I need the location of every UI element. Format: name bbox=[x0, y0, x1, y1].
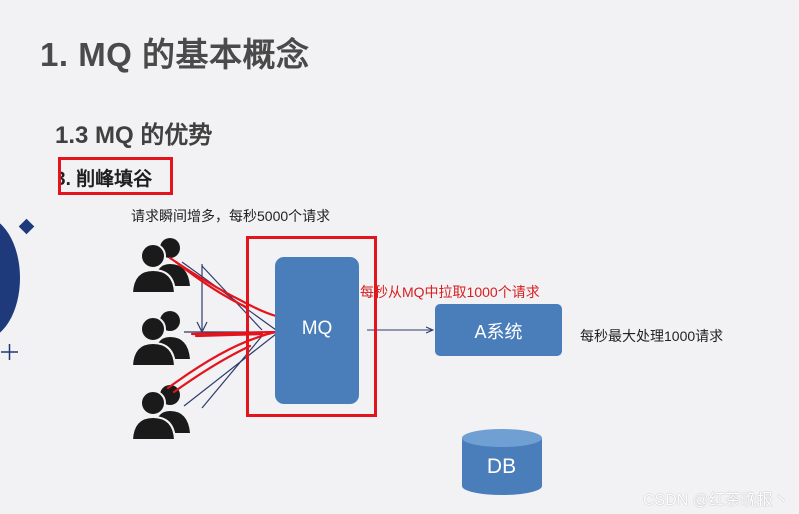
mq-to-system-arrow bbox=[367, 326, 435, 334]
mq-highlight-frame bbox=[246, 236, 377, 417]
decorative-shapes bbox=[0, 218, 35, 360]
system-a-label: A系统 bbox=[474, 322, 523, 342]
red-annotation-strokes bbox=[166, 256, 278, 394]
decorative-plus bbox=[1, 344, 18, 360]
decorative-diamond bbox=[18, 218, 35, 235]
pull-rate-note: 每秒从MQ中拉取1000个请求 bbox=[360, 284, 540, 300]
decorative-circle bbox=[0, 223, 20, 333]
section-subtitle: 1.3 MQ 的优势 bbox=[55, 122, 213, 149]
section-label: 3. 削峰填谷 bbox=[58, 169, 153, 190]
db-cylinder bbox=[462, 429, 542, 495]
watermark: CSDN @红茶晚报丶 bbox=[642, 492, 789, 509]
mq-label: MQ bbox=[301, 318, 333, 339]
requests-note: 请求瞬间增多，每秒5000个请求 bbox=[131, 208, 331, 224]
page-title: 1. MQ 的基本概念 bbox=[40, 36, 310, 73]
section-label-highlight: 3. 削峰填谷 bbox=[58, 157, 173, 195]
capacity-note: 每秒最大处理1000请求 bbox=[580, 328, 724, 344]
mq-box bbox=[275, 257, 359, 404]
db-label: DB bbox=[486, 455, 517, 478]
system-a-box bbox=[435, 304, 562, 356]
